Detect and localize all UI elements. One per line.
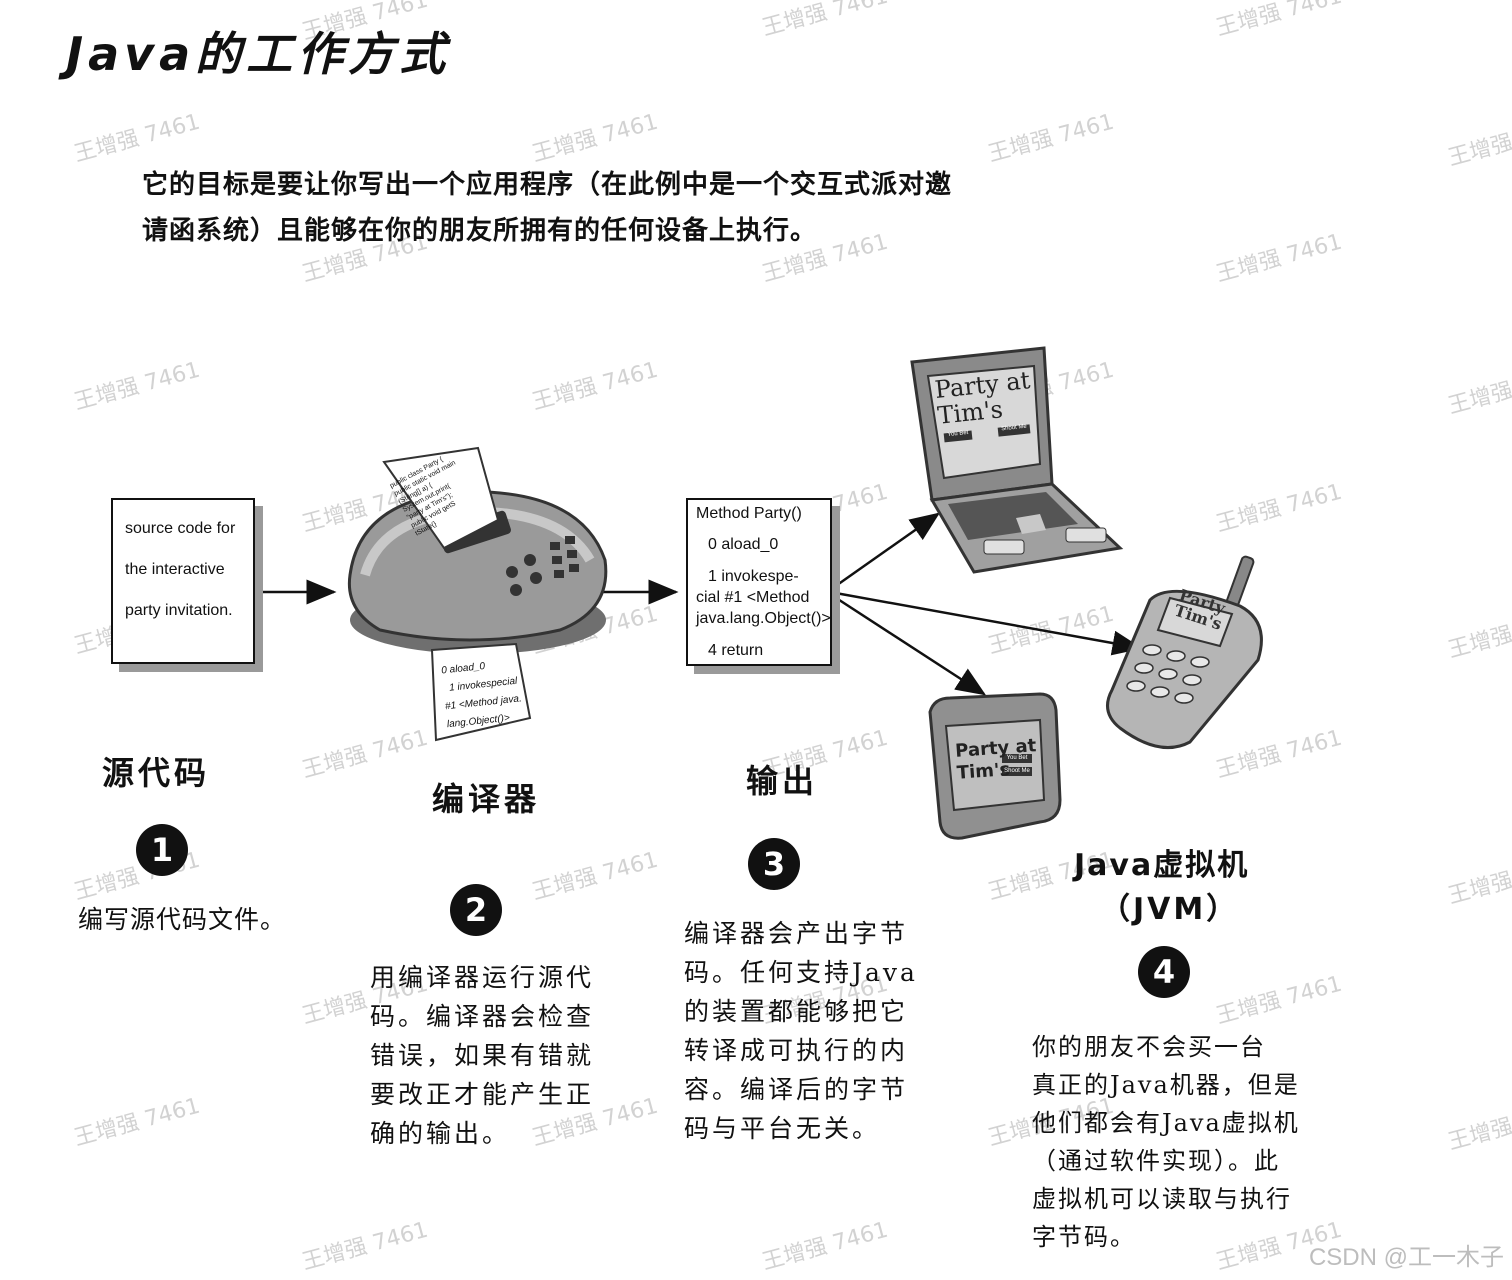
description-line: 确的输出。 [370,1114,594,1153]
stage-2-description: 用编译器运行源代 码。编译器会检查 错误，如果有错就 要改正才能产生正 确的输出… [370,958,594,1153]
bytecode-line: Method Party() [696,505,802,523]
stage-4-sublabel: （JVM） [1100,884,1239,928]
arrow-to-laptop [830,514,938,590]
pda-yes-button: You Bet [1002,755,1032,761]
stage-2-badge: 2 [450,884,502,936]
laptop-screen: Party at Tim's [934,367,1035,429]
source-code-box: source code for the interactive party in… [111,498,255,664]
bytecode-box: Method Party() 0 aload_0 1 invokespe- ci… [686,498,832,666]
stage-1-label: 源代码 [102,748,210,794]
source-line: source code for [125,520,235,538]
description-line: （通过软件实现）。此 [1032,1142,1300,1180]
bytecode-line: 4 return [708,642,763,660]
stage-1-badge: 1 [136,824,188,876]
bytecode-line: 1 invokespe- [708,568,799,586]
credit-label: CSDN @工一木子 [1309,1237,1504,1272]
description-line: 虚拟机可以读取与执行 [1032,1180,1300,1218]
stage-2-label: 编译器 [432,774,540,820]
compiler-output-paper: 0 aload_0 1 invokespecial #1 <Method jav… [440,654,531,734]
description-line: 错误，如果有错就 [370,1036,594,1075]
description-line: 你的朋友不会买一台 [1032,1028,1300,1066]
stage-3-label: 输出 [746,756,818,802]
description-line: 字节码。 [1032,1218,1300,1256]
description-line: 的装置都能够把它 [684,992,918,1031]
description-line: 真正的Java机器，但是 [1032,1066,1300,1104]
cellphone-illustration [1108,556,1262,748]
description-line: 要改正才能产生正 [370,1075,594,1114]
stage-3-description: 编译器会产出字节 码。任何支持Java 的装置都能够把它 转译成可执行的内 容。… [684,914,918,1148]
pda-no-button: Shoot Me [1002,768,1032,774]
description-line: 编译器会产出字节 [684,914,918,953]
bytecode-line: 0 aload_0 [708,536,778,554]
description-line: 码。编译器会检查 [370,997,594,1036]
stage-3-badge: 3 [748,838,800,890]
description-line: 容。编译后的字节 [684,1070,918,1109]
stage-4-label: Java虚拟机 [1074,840,1249,884]
source-line: the interactive [125,561,225,579]
source-line: party invitation. [125,602,233,620]
description-line: 他们都会有Java虚拟机 [1032,1104,1300,1142]
stage-4-badge: 4 [1138,946,1190,998]
description-line: 转译成可执行的内 [684,1031,918,1070]
description-line: 码。任何支持Java [684,953,918,992]
description-line: 码与平台无关。 [684,1109,918,1148]
stage-1-description: 编写源代码文件。 [78,900,286,939]
arrow-to-pda [830,594,984,694]
bytecode-line: java.lang.Object()> [696,610,831,628]
arrow-to-phone [830,592,1140,648]
bytecode-line: cial #1 <Method [696,589,809,607]
description-line: 用编译器运行源代 [370,958,594,997]
stage-4-description: 你的朋友不会买一台 真正的Java机器，但是 他们都会有Java虚拟机 （通过软… [1032,1028,1300,1256]
